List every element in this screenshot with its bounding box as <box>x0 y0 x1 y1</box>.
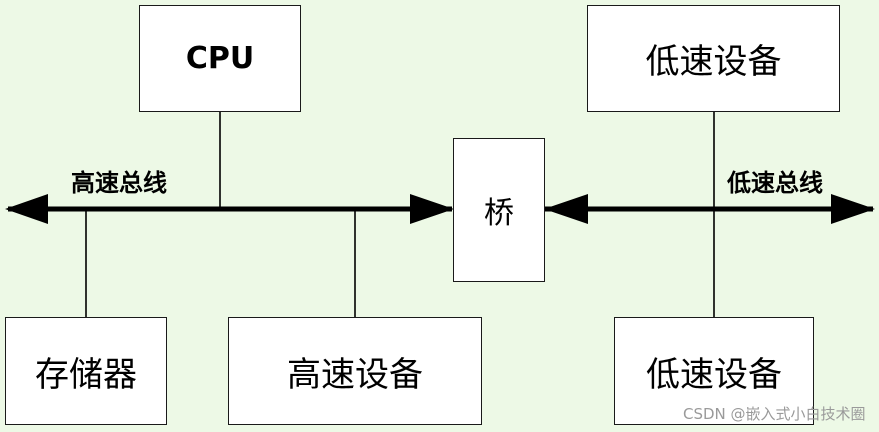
cpu-label: CPU <box>185 41 255 76</box>
high-speed-device-box: 高速设备 <box>228 317 482 425</box>
low-speed-bus-right-arrowhead <box>831 194 875 224</box>
bridge-label: 桥 <box>484 196 514 231</box>
bridge-box: 桥 <box>453 138 545 282</box>
cpu-box: CPU <box>139 5 301 112</box>
storage-label: 存储器 <box>35 354 137 395</box>
high-speed-bus-left-arrowhead <box>5 194 48 224</box>
high-speed-bus-right-arrowhead <box>410 194 454 224</box>
high-speed-device-label: 高速设备 <box>287 354 423 395</box>
low-speed-device-top-box: 低速设备 <box>587 5 840 112</box>
low-speed-device-bottom-box: 低速设备 <box>614 317 814 425</box>
low-speed-device-bottom-label: 低速设备 <box>646 354 782 395</box>
watermark-text: CSDN @嵌入式小白技术圈 <box>683 405 866 423</box>
low-speed-bus-left-arrowhead <box>544 194 588 224</box>
low-speed-bus-label: 低速总线 <box>727 169 823 197</box>
low-speed-device-top-label: 低速设备 <box>645 42 782 82</box>
high-speed-bus-label: 高速总线 <box>71 169 167 197</box>
storage-box: 存储器 <box>5 317 167 425</box>
